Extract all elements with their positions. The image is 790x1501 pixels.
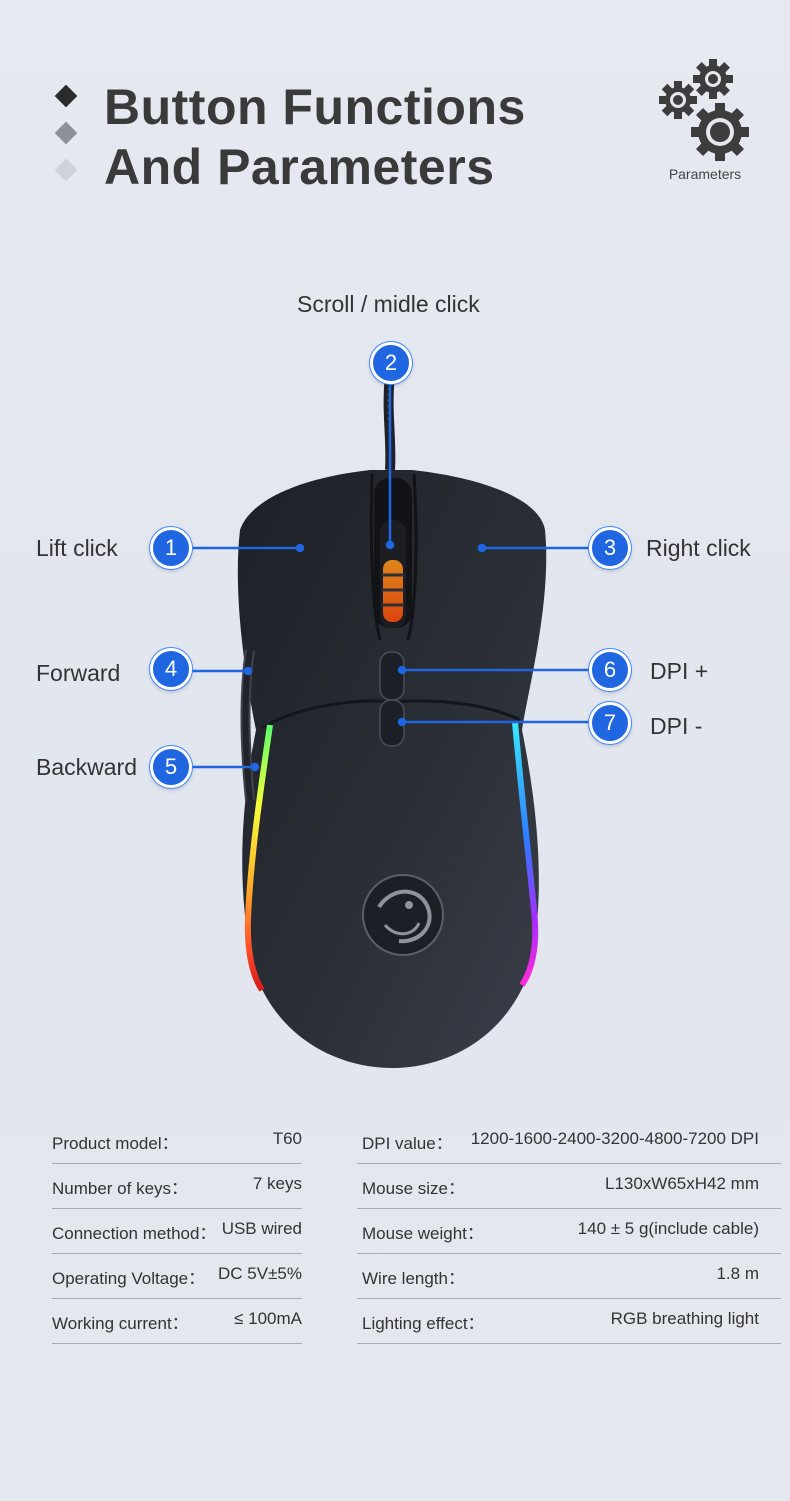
callout-badge-1: 1 xyxy=(150,527,192,569)
spec-key: Connection method： xyxy=(52,1224,217,1243)
spec-key: Mouse weight： xyxy=(362,1224,484,1243)
callout-badge-5: 5 xyxy=(150,746,192,788)
spec-value: 1.8 m xyxy=(716,1264,759,1283)
spec-value: ≤ 100mA xyxy=(234,1309,302,1328)
callout-badge-7: 7 xyxy=(589,702,631,744)
spec-value: DC 5V±5% xyxy=(218,1264,302,1283)
spec-value: T60 xyxy=(272,1129,302,1148)
spec-key: Number of keys： xyxy=(52,1179,189,1198)
spec-value: USB wired xyxy=(221,1219,302,1238)
right-click-label: Right click xyxy=(646,535,751,561)
spec-key: Mouse size： xyxy=(362,1179,465,1198)
callout-badge-6: 6 xyxy=(589,649,631,691)
scroll-click-label: Scroll / midle click xyxy=(297,291,480,317)
forward-label: Forward xyxy=(36,660,121,686)
spec-row: Lighting effect： RGB breathing light xyxy=(357,1298,781,1344)
page-title-line2: And Parameters xyxy=(104,139,495,195)
spec-key: Product model： xyxy=(52,1134,179,1153)
spec-key: Working current： xyxy=(52,1314,189,1333)
spec-value: 1200-1600-2400-3200-4800-7200 DPI xyxy=(470,1129,759,1148)
spec-value: 140 ± 5 g(include cable) xyxy=(577,1219,759,1238)
spec-row: Product model： T60 xyxy=(52,1118,302,1164)
callout-lines xyxy=(192,382,590,772)
callout-badge-4: 4 xyxy=(150,648,192,690)
spec-key: DPI value： xyxy=(362,1134,453,1153)
spec-value: 7 keys xyxy=(252,1174,302,1193)
spec-key: Wire length： xyxy=(362,1269,465,1288)
spec-row: Connection method： USB wired xyxy=(52,1208,302,1254)
spec-row: Mouse weight： 140 ± 5 g(include cable) xyxy=(357,1208,781,1254)
spec-value: RGB breathing light xyxy=(610,1309,759,1328)
mouse-body xyxy=(237,470,547,1068)
spec-row: Mouse size： L130xW65xH42 mm xyxy=(357,1163,781,1209)
dpi-minus-label: DPI - xyxy=(650,713,703,739)
callout-badge-2: 2 xyxy=(370,342,412,384)
dpi-plus-label: DPI + xyxy=(650,658,709,684)
spec-row: DPI value： 1200-1600-2400-3200-4800-7200… xyxy=(357,1118,781,1164)
spec-value: L130xW65xH42 mm xyxy=(604,1174,759,1193)
gears-icon xyxy=(659,59,749,161)
spec-key: Lighting effect： xyxy=(362,1314,485,1333)
page-title-line1: Button Functions xyxy=(104,79,526,135)
callout-badge-3: 3 xyxy=(589,527,631,569)
dragon-logo-icon xyxy=(362,874,444,956)
spec-row: Working current： ≤ 100mA xyxy=(52,1298,302,1344)
spec-row: Operating Voltage： DC 5V±5% xyxy=(52,1253,302,1299)
spec-row: Wire length： 1.8 m xyxy=(357,1253,781,1299)
backward-label: Backward xyxy=(36,754,137,780)
spec-row: Number of keys： 7 keys xyxy=(52,1163,302,1209)
parameters-label: Parameters xyxy=(668,166,742,182)
spec-key: Operating Voltage： xyxy=(52,1269,206,1288)
left-click-label: Lift click xyxy=(36,535,118,561)
